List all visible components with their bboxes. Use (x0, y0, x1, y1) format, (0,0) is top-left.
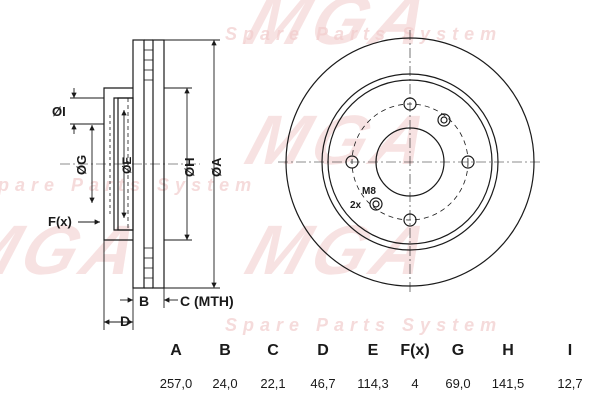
cooling-vents (144, 49, 153, 279)
label-C: C (MTH) (180, 293, 234, 309)
bolt-hole (403, 213, 417, 227)
spec-header-A: A (170, 342, 182, 359)
bolt-count-label: 2x (350, 200, 362, 211)
front-view (278, 30, 542, 294)
threaded-hole (369, 197, 383, 211)
bolt-hole (403, 97, 417, 111)
watermark-tagline: Spare Parts System (225, 315, 503, 335)
spec-header-D: D (317, 342, 329, 359)
spec-header-C: C (267, 342, 279, 359)
spec-value-E: 114,3 (357, 376, 389, 391)
label-B: B (139, 293, 149, 309)
bolt-size-label: M8 (362, 186, 376, 197)
label-I: ØI (52, 104, 66, 119)
threaded-hole-inner (440, 116, 448, 124)
spec-value-D: 46,7 (310, 376, 336, 391)
spec-header-F: F(x) (400, 342, 430, 359)
spec-header-H: H (502, 342, 514, 359)
label-E: ØE (120, 157, 134, 174)
label-H: ØH (182, 158, 197, 178)
spec-value-C: 22,1 (260, 376, 286, 391)
front-labels: M8 2x (350, 186, 376, 211)
side-view (60, 39, 200, 289)
label-F: F(x) (48, 214, 72, 229)
spec-value-F: 4 (411, 376, 419, 391)
spec-value-B: 24,0 (212, 376, 238, 391)
label-D: D (120, 313, 130, 329)
label-A: ØA (209, 157, 224, 177)
spec-header-E: E (367, 342, 379, 359)
threaded-hole (437, 113, 451, 127)
spec-header-B: B (219, 342, 231, 359)
threaded-hole-inner (372, 200, 380, 208)
spec-value-H: 141,5 (491, 376, 525, 391)
spec-value-A: 257,0 (159, 376, 193, 391)
spec-header-G: G (451, 342, 465, 359)
spec-value-I: 12,7 (557, 376, 583, 391)
side-labels: ØI ØG ØE ØH ØA F(x) B C (MTH) D (48, 104, 234, 329)
bolt-hole (345, 155, 359, 169)
label-G: ØG (74, 155, 89, 175)
spec-header-I: I (567, 342, 573, 359)
bolt-hole (461, 155, 475, 169)
side-dimensions (70, 39, 220, 330)
spec-value-G: 69,0 (445, 376, 471, 391)
